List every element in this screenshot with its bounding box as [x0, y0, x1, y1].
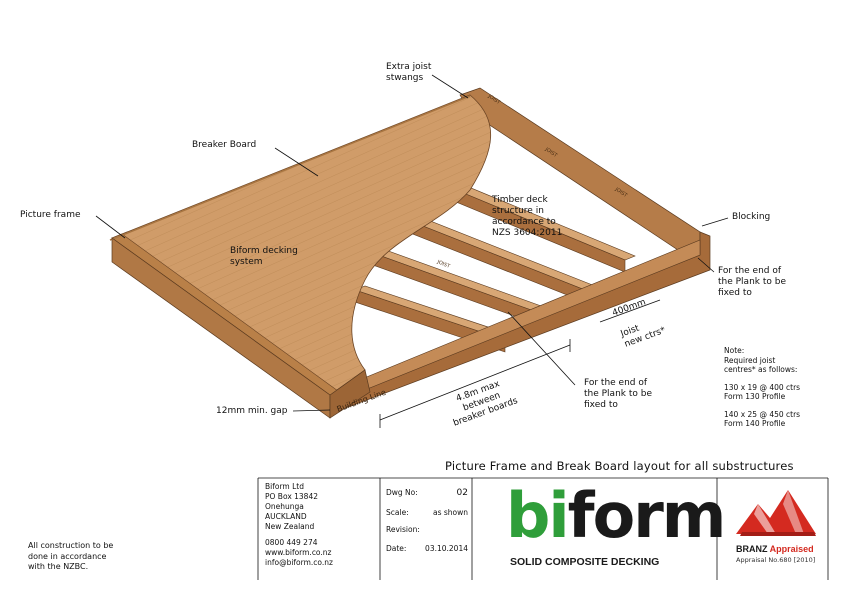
label-fix-end-right: For the end of the Plank to be fixed to — [718, 266, 786, 298]
label-gap: 12mm min. gap — [216, 406, 288, 416]
logo-bi: bi — [506, 479, 570, 552]
branz-brand: BRANZ — [736, 544, 768, 554]
scale-value: as shown — [432, 508, 468, 517]
deck-illustration: JOIST JOIST JOIST JOIST Building Line — [95, 74, 729, 428]
dwg-no-row: Dwg No: 02 — [386, 488, 468, 498]
leader-lines — [95, 74, 729, 428]
logo-form: form — [567, 479, 727, 552]
branz-emblem-icon — [736, 490, 816, 536]
dwg-no-label: Dwg No: — [386, 488, 418, 497]
label-breaker-board: Breaker Board — [192, 140, 257, 150]
dwg-no-value: 02 — [456, 488, 468, 498]
footnote: All construction to be done in accordanc… — [28, 541, 114, 571]
branz-number: Appraisal No.680 [2010] — [736, 556, 816, 564]
notes-body: Required joist centres* as follows: 130 … — [724, 356, 801, 428]
company-email[interactable]: info@biform.co.nz — [265, 558, 333, 567]
company-address: New Zealand — [265, 522, 315, 531]
company-block: Biform Ltd PO Box 13842 Onehunga AUCKLAN… — [265, 482, 333, 568]
revision-row: Revision: — [386, 525, 468, 535]
company-website[interactable]: www.biform.co.nz — [265, 548, 332, 557]
company-address: Onehunga — [265, 502, 304, 511]
biform-wordmark: biform — [506, 484, 726, 548]
branz-badge: BRANZ Appraised Appraisal No.680 [2010] — [728, 484, 824, 574]
logo-tagline: SOLID COMPOSITE DECKING — [510, 556, 660, 568]
company-address: PO Box 13842 — [265, 492, 318, 501]
label-extra-joist: Extra joist stwangs — [386, 62, 432, 83]
branz-appraised: Appraised — [769, 544, 814, 554]
notes-title: Note: — [724, 346, 745, 355]
scale-row: Scale: as shown — [386, 508, 468, 518]
scale-label: Scale: — [386, 508, 409, 517]
date-value: 03.10.2014 — [425, 544, 468, 553]
date-label: Date: — [386, 544, 407, 553]
branz-title: BRANZ Appraised — [736, 544, 814, 554]
label-fix-end-bottom: For the end of the Plank to be fixed to — [584, 378, 652, 410]
decking-surface — [109, 94, 492, 419]
label-timber-deck: Timber deck structure in accordance to N… — [492, 195, 563, 238]
company-address: AUCKLAND — [265, 512, 307, 521]
drawing-title: Picture Frame and Break Board layout for… — [445, 459, 794, 473]
biform-logo: biform SOLID COMPOSITE DECKING — [506, 484, 726, 574]
joist-mark: JOIST — [435, 259, 451, 270]
company-phone: 0800 449 274 — [265, 538, 318, 547]
label-picture-frame: Picture frame — [20, 210, 81, 220]
label-blocking: Blocking — [732, 212, 771, 222]
date-row: Date: 03.10.2014 — [386, 544, 468, 554]
revision-label: Revision: — [386, 525, 420, 534]
label-biform-system: Biform decking system — [230, 246, 298, 267]
company-name: Biform Ltd — [265, 482, 304, 491]
